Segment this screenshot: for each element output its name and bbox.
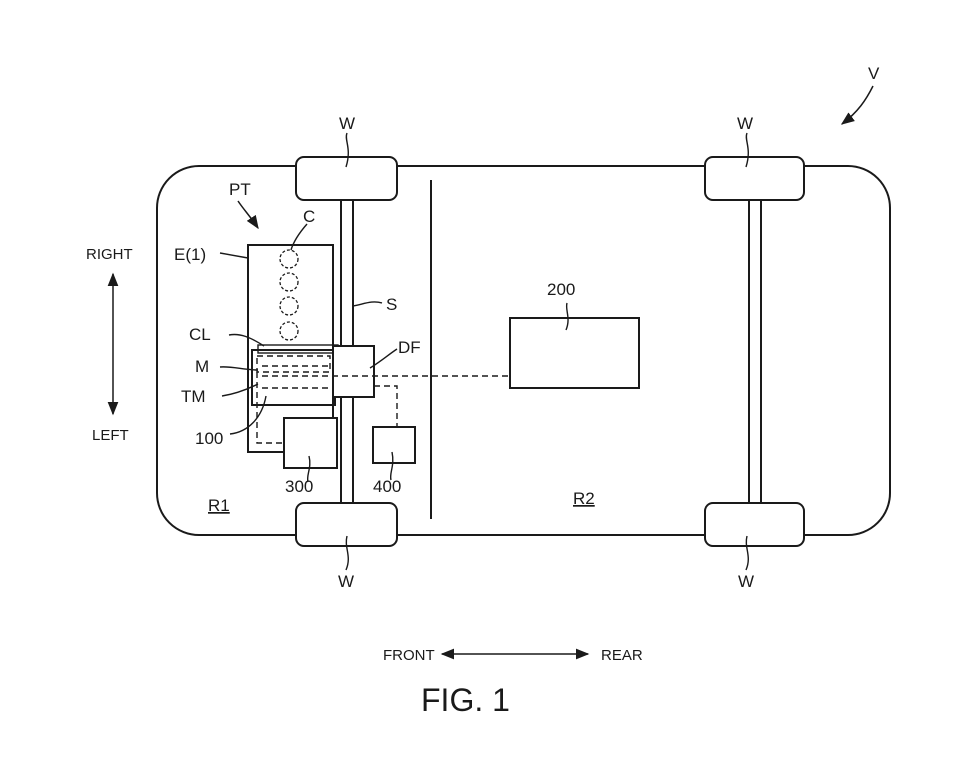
label-engine: E(1): [174, 245, 206, 264]
direction-left: LEFT: [92, 427, 129, 444]
direction-rear: REAR: [601, 647, 643, 664]
label-powertrain: PT: [229, 180, 251, 199]
dashed-connections: [262, 365, 510, 427]
unit-300-box: [283, 417, 338, 469]
direction-front: FRONT: [383, 647, 435, 664]
label-wheel-front-left: W: [338, 572, 354, 591]
label-wheel-rear-left: W: [738, 572, 754, 591]
figure-caption: FIG. 1: [421, 682, 510, 718]
cylinders: [279, 249, 299, 341]
label-unit-100: 100: [195, 429, 223, 448]
vehicle-body: [156, 165, 891, 536]
motor-inner: [256, 355, 331, 373]
label-region-1: R1: [208, 496, 230, 515]
label-vehicle: V: [868, 64, 880, 83]
label-unit-300: 300: [285, 477, 313, 496]
label-region-2: R2: [573, 489, 595, 508]
leader-lines: [219, 223, 569, 483]
label-unit-400: 400: [373, 477, 401, 496]
direction-right: RIGHT: [86, 246, 133, 263]
differential: [332, 345, 375, 398]
vehicle-arrow: [840, 85, 874, 125]
wheel-rear-right: [704, 156, 805, 201]
label-clutch: CL: [189, 325, 211, 344]
label-motor: M: [195, 357, 209, 376]
label-wheel-front-right: W: [339, 114, 355, 133]
wheel-front-right: [295, 156, 398, 201]
label-transmission: TM: [181, 387, 206, 406]
unit-400-box: [372, 426, 416, 464]
rear-axle: [748, 200, 762, 503]
label-unit-200: 200: [547, 280, 575, 299]
label-cylinders: C: [303, 207, 315, 226]
motor-housing: [251, 349, 336, 406]
label-wheel-rear-right: W: [737, 114, 753, 133]
label-shaft: S: [386, 295, 397, 314]
unit-100-outline: [256, 372, 331, 444]
wheel-rear-left: [704, 502, 805, 547]
label-differential: DF: [398, 338, 421, 357]
powertrain-arrow: [237, 200, 259, 230]
unit-200-box: [509, 317, 640, 389]
